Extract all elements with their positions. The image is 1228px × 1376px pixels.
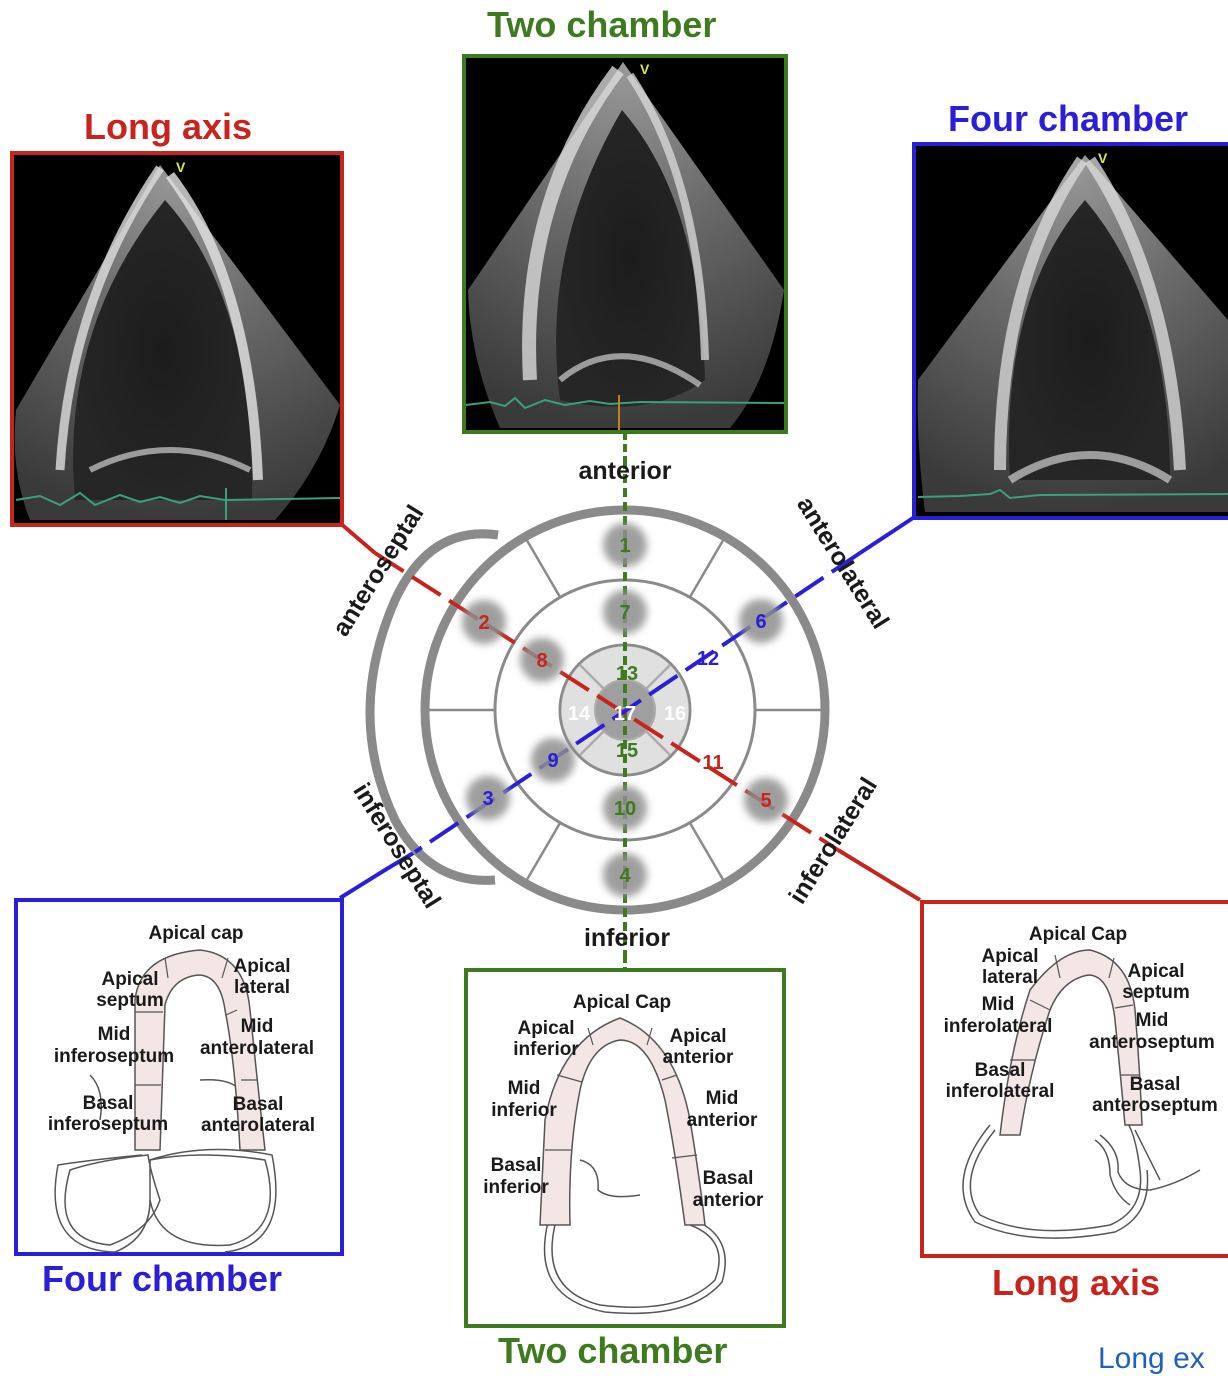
direction-inferoseptal: inferoseptal	[347, 778, 446, 913]
direction-anterolateral: anterolateral	[791, 492, 894, 634]
title-four-chamber-bottom: Four chamber	[42, 1258, 282, 1300]
segment-6-label: 6	[755, 611, 766, 633]
echo-long-axis-image: V	[12, 153, 342, 525]
title-two-chamber-top: Two chamber	[487, 4, 716, 46]
echo-marker: V	[640, 61, 650, 77]
title-two-chamber-bottom: Two chamber	[498, 1330, 727, 1372]
title-long-axis-top: Long axis	[84, 106, 252, 148]
label-apical-cap: Apical Cap	[1029, 924, 1127, 945]
segment-10-label: 10	[614, 798, 636, 820]
echo-two-chamber-image: V	[464, 56, 786, 432]
segment-12-label: 12	[697, 648, 719, 670]
label-apical-cap: Apical cap	[148, 923, 243, 944]
segment-7-label: 7	[619, 602, 630, 624]
segment-16-label: 16	[664, 703, 686, 725]
segment-2-label: 2	[478, 612, 489, 634]
echo-four-chamber-image: V	[914, 144, 1228, 518]
segment-8-label: 8	[536, 650, 547, 672]
segment-13-label: 13	[616, 663, 638, 685]
segment-1-label: 1	[619, 535, 630, 557]
segment-15-label: 15	[616, 740, 638, 762]
echo-marker: V	[176, 159, 186, 175]
footer-link[interactable]: Long ex	[1098, 1342, 1205, 1376]
label-apical-cap: Apical Cap	[573, 992, 671, 1013]
direction-inferior: inferior	[584, 924, 670, 952]
title-four-chamber-top: Four chamber	[948, 98, 1188, 140]
segment-9-label: 9	[547, 750, 558, 772]
echo-marker: V	[1098, 150, 1108, 166]
segment-5-label: 5	[760, 790, 771, 812]
direction-anterior: anterior	[578, 457, 671, 485]
segment-4-label: 4	[619, 865, 631, 887]
segment-14-label: 14	[568, 703, 591, 725]
title-long-axis-bottom: Long axis	[992, 1262, 1160, 1304]
segment-17-label: 17	[614, 703, 636, 725]
segment-11-label: 11	[702, 752, 723, 774]
segment-3-label: 3	[482, 788, 493, 810]
